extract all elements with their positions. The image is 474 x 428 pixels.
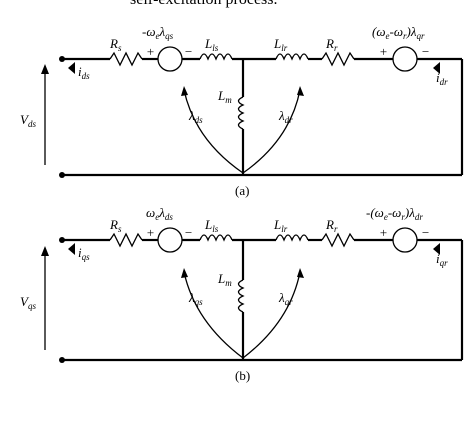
resistor-rs-a: [109, 51, 143, 67]
arrowhead-r-b: [297, 268, 304, 278]
label-source-2-b: -(ωe-ωr)λdr: [366, 205, 423, 222]
header-text: self-excitation process.: [130, 0, 390, 9]
current-arrow-s-b: [68, 243, 75, 255]
label-rs-a: Rs: [109, 36, 122, 53]
arrowhead-s-b: [181, 268, 188, 278]
plus-sign-2-b: +: [379, 225, 388, 240]
circuit-b: Rs Lls Llr Rr Lm ωeλds -(ωe-ωr)λdr + − +…: [20, 205, 464, 383]
inductor-llr-a: [275, 53, 309, 61]
inductor-lm-a: [237, 96, 245, 130]
label-lls-b: Lls: [204, 217, 219, 234]
minus-sign-1-b: −: [184, 225, 193, 240]
resistor-rr-b: [321, 232, 355, 248]
label-voltage-a: Vds: [20, 112, 36, 129]
inductor-lls-b: [199, 234, 233, 242]
label-source-2-a: (ωe-ωr)λqr: [372, 24, 425, 41]
label-rr-b: Rr: [325, 217, 338, 234]
label-rs-b: Rs: [109, 217, 122, 234]
flux-arrow-r-a: [242, 89, 301, 174]
label-source-1-b: ωeλds: [146, 205, 173, 222]
flux-arrow-s-b: [183, 271, 244, 359]
label-llr-b: Llr: [273, 217, 288, 234]
caption-a: (a): [235, 183, 249, 198]
terminal-b-bottom: [59, 357, 65, 363]
label-voltage-b: Vqs: [20, 294, 36, 311]
label-lm-a: Lm: [217, 88, 232, 105]
terminal-a-top: [59, 56, 65, 62]
inductor-llr-b: [275, 234, 309, 242]
inductor-lm-b: [237, 279, 245, 313]
terminal-b-top: [59, 237, 65, 243]
plus-sign-1-a: +: [146, 44, 155, 59]
current-arrow-s-a: [68, 62, 75, 74]
resistor-rs-b: [109, 232, 143, 248]
minus-sign-2-b: −: [421, 225, 430, 240]
arrowhead-s-a: [181, 86, 188, 96]
label-source-1-a: -ωeλqs: [142, 24, 174, 41]
circuit-a: Rs Lls Llr Rr Lm -ωeλqs (ωe-ωr)λqr + − +…: [20, 24, 464, 198]
voltage-source-2-a: [392, 46, 418, 72]
label-flux-r-a: λdr: [278, 108, 293, 125]
label-current-s-b: iqs: [78, 245, 90, 262]
voltage-arrowhead-a: [41, 64, 49, 74]
label-current-r-b: iqr: [436, 251, 448, 268]
terminal-a-bottom: [59, 172, 65, 178]
flux-arrow-s-a: [183, 89, 244, 174]
voltage-source-2-b: [392, 227, 418, 253]
inductor-lls-a: [199, 53, 233, 61]
caption-b: (b): [235, 368, 250, 383]
label-llr-a: Llr: [273, 36, 288, 53]
label-current-r-a: idr: [436, 70, 448, 87]
label-rr-a: Rr: [325, 36, 338, 53]
voltage-arrowhead-b: [41, 246, 49, 256]
current-arrow-r-b: [433, 243, 440, 255]
plus-sign-2-a: +: [379, 44, 388, 59]
voltage-source-1-a: [157, 46, 183, 72]
label-flux-s-b: λqs: [188, 290, 203, 307]
minus-sign-1-a: −: [184, 44, 193, 59]
minus-sign-2-a: −: [421, 44, 430, 59]
current-arrow-r-a: [433, 62, 440, 74]
flux-arrow-r-b: [242, 271, 301, 359]
arrowhead-r-a: [297, 86, 304, 96]
label-lm-b: Lm: [217, 271, 232, 288]
label-flux-r-b: λqr: [278, 290, 293, 307]
plus-sign-1-b: +: [146, 225, 155, 240]
voltage-source-1-b: [157, 227, 183, 253]
resistor-rr-a: [321, 51, 355, 67]
label-lls-a: Lls: [204, 36, 219, 53]
label-flux-s-a: λds: [188, 108, 203, 125]
label-current-s-a: ids: [78, 64, 90, 81]
